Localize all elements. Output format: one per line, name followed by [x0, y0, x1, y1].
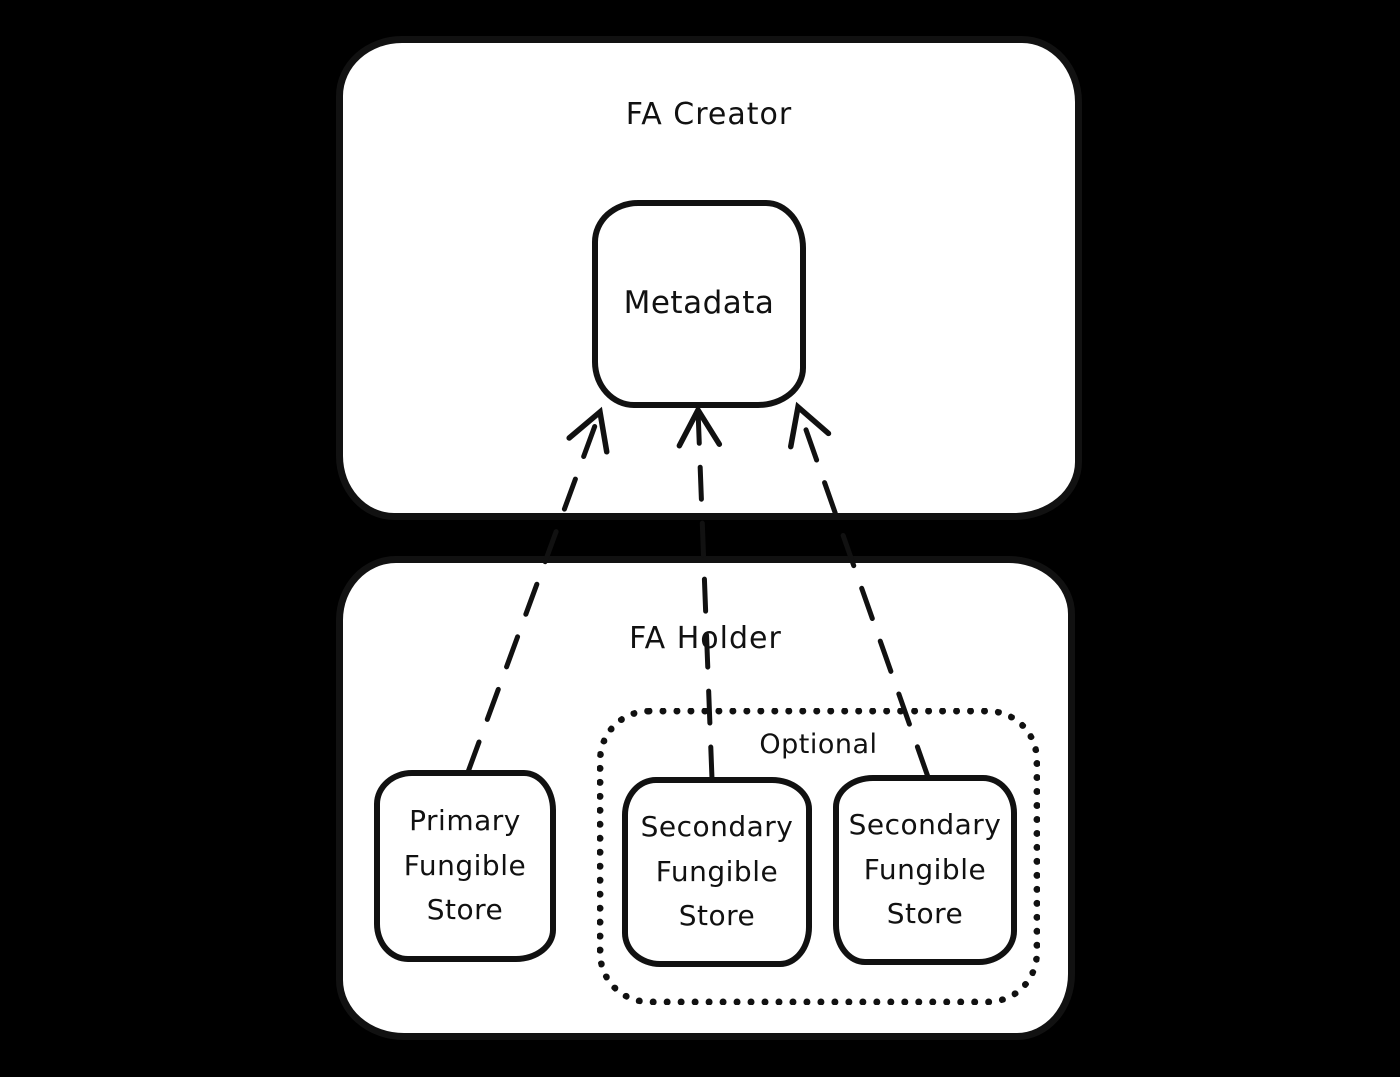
optional-group: Optional Secondary Fungible Store Second…: [597, 708, 1040, 1005]
secondary-fungible-store-label-2: Secondary Fungible Store: [848, 807, 1002, 931]
primary-fungible-store-node: Primary Fungible Store: [374, 770, 556, 962]
fa-holder-container: FA Holder Primary Fungible Store Optiona…: [336, 556, 1075, 1040]
secondary-fungible-store-node-2: Secondary Fungible Store: [833, 775, 1017, 965]
secondary-fungible-store-label-1: Secondary Fungible Store: [640, 809, 794, 933]
fa-creator-container: FA Creator Metadata: [336, 36, 1082, 520]
secondary-fungible-store-node-1: Secondary Fungible Store: [622, 777, 812, 967]
fa-creator-label: FA Creator: [625, 97, 793, 132]
primary-fungible-store-label: Primary Fungible Store: [403, 803, 527, 927]
metadata-label: Metadata: [623, 285, 775, 322]
metadata-node: Metadata: [592, 200, 806, 408]
optional-group-label: Optional: [759, 729, 878, 760]
fa-holder-label: FA Holder: [629, 621, 782, 656]
